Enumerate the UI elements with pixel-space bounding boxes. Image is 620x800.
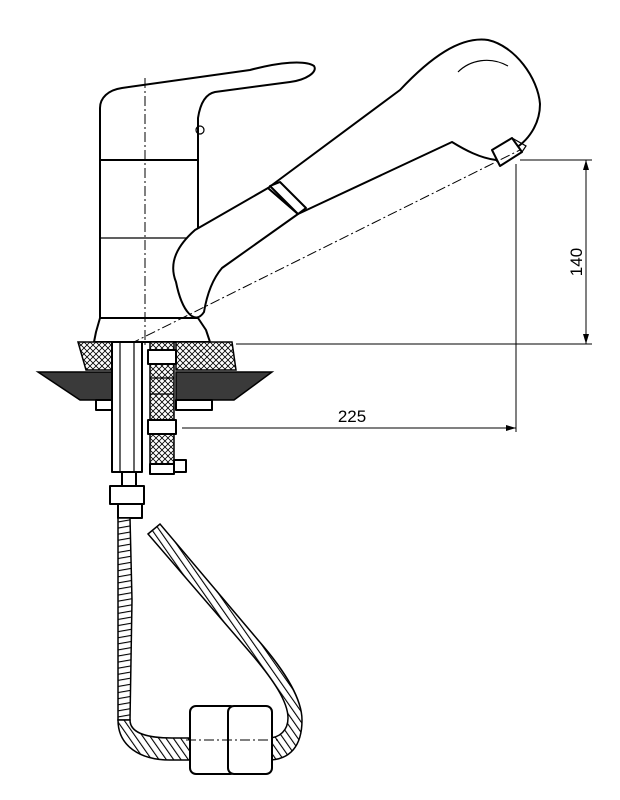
- height-dimension-label: 140: [567, 248, 586, 276]
- deck-gasket-right: [175, 341, 237, 371]
- dimension-lines: 140 225: [182, 159, 592, 432]
- mounting-assembly: [35, 341, 275, 519]
- spray-head: [267, 38, 541, 215]
- threaded-stud: [111, 341, 143, 473]
- spout-centerline: [129, 149, 521, 345]
- base-flange: [93, 317, 211, 343]
- reach-dimension-label: 225: [338, 407, 366, 426]
- hose-left-segment: [117, 517, 133, 721]
- deck-gasket-left: [77, 341, 113, 371]
- flexible-hose: [117, 517, 303, 775]
- lever-pivot: [195, 125, 205, 135]
- pull-out-spout: [129, 38, 541, 345]
- sink-plate: [35, 371, 113, 401]
- spout-arm: [172, 187, 299, 319]
- lever-handle: [99, 61, 316, 161]
